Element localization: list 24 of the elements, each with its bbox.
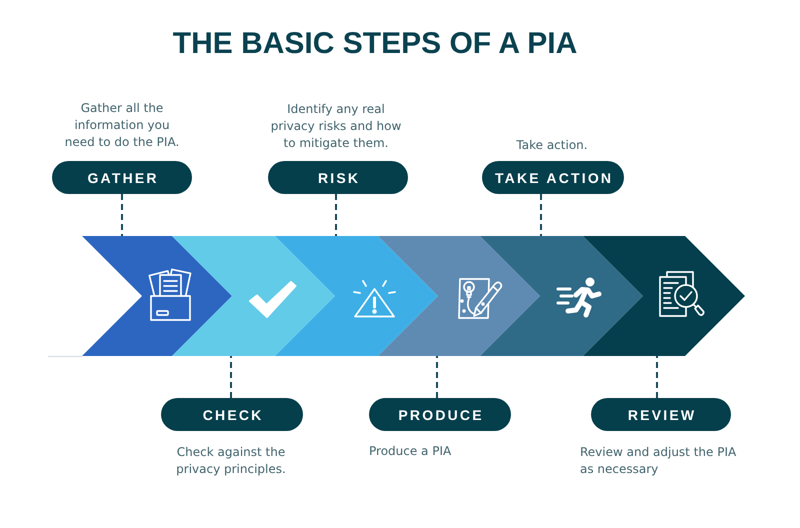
step-description: Check against the privacy principles. bbox=[176, 444, 286, 478]
step-description: Gather all the information you need to do the PIA. bbox=[64, 100, 180, 151]
dashed-connector bbox=[230, 356, 232, 398]
step-label: GATHER bbox=[52, 161, 192, 194]
process-band-segment bbox=[378, 236, 540, 356]
process-band-segment bbox=[275, 236, 438, 356]
step-label: REVIEW bbox=[591, 398, 731, 431]
step-label: RISK bbox=[268, 161, 408, 194]
step-description: Produce a PIA bbox=[369, 443, 452, 460]
dashed-connector bbox=[335, 194, 337, 236]
dashed-connector bbox=[656, 356, 658, 398]
dashed-connector bbox=[121, 194, 123, 236]
step-label: PRODUCE bbox=[369, 398, 511, 431]
step-description: Identify any real privacy risks and how to mitigate them. bbox=[270, 101, 402, 152]
process-band-segment bbox=[172, 236, 335, 356]
process-band-segment bbox=[583, 236, 745, 356]
title: THE BASIC STEPS OF A PIA bbox=[172, 27, 578, 61]
step-description: Take action. bbox=[516, 137, 588, 154]
step-description: Review and adjust the PIA as necessary bbox=[580, 444, 738, 478]
process-band-segment bbox=[480, 236, 643, 356]
step-label: CHECK bbox=[161, 398, 303, 431]
step-label: TAKE ACTION bbox=[482, 161, 624, 194]
dashed-connector bbox=[436, 356, 438, 398]
dashed-connector bbox=[540, 194, 542, 236]
